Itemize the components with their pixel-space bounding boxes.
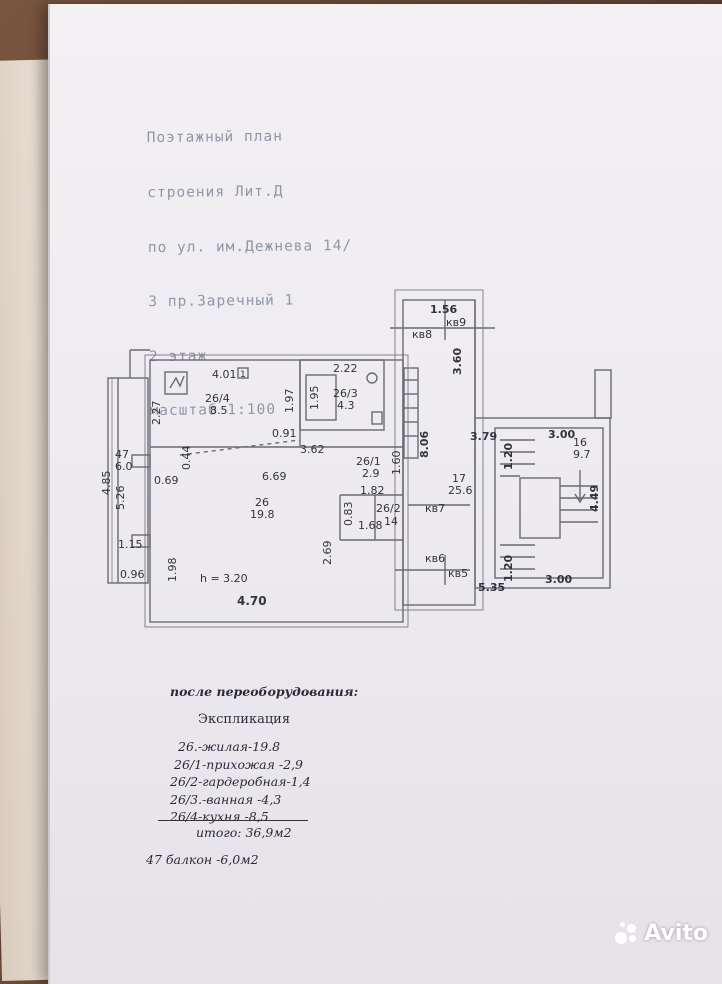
room-area-26-1: 2.9 bbox=[362, 467, 380, 480]
room-area-17: 25.6 bbox=[448, 484, 473, 497]
stove-icon bbox=[164, 371, 188, 395]
dim-label: 2.27 bbox=[150, 401, 163, 426]
balcony-outline bbox=[107, 377, 149, 584]
stair-landing bbox=[519, 477, 561, 539]
dim-label: 0.91 bbox=[272, 427, 297, 440]
dim-label: 1.15 bbox=[118, 538, 143, 551]
ceiling-height: h = 3.20 bbox=[200, 572, 248, 585]
explication-after: после переоборудования: bbox=[170, 684, 359, 699]
dim-label: 4.01 bbox=[212, 368, 237, 381]
room-area-26: 19.8 bbox=[250, 508, 275, 521]
explication-rule bbox=[158, 820, 308, 821]
explication-item: 26.-жилая-19.8 bbox=[178, 739, 281, 754]
toilet-icon bbox=[366, 372, 378, 384]
dim-label: 1.97 bbox=[283, 389, 296, 414]
corridor-outline-outer bbox=[394, 289, 484, 611]
room-area-26-3: 4.3 bbox=[337, 399, 355, 412]
dim-label: 2.69 bbox=[321, 541, 334, 566]
sink-icon bbox=[371, 411, 383, 425]
explication-item: 26/2-гардеробная-1,4 bbox=[170, 774, 311, 789]
room-id-16: 16 bbox=[573, 436, 587, 449]
dim-label: 4.85 bbox=[100, 471, 113, 496]
dim-label: 1.82 bbox=[360, 484, 385, 497]
dim-label: 8.06 bbox=[418, 431, 431, 458]
dim-label: 4.49 bbox=[588, 485, 601, 512]
balcony-door bbox=[131, 454, 151, 468]
explication-item: 26/1-прихожая -2,9 bbox=[174, 757, 303, 772]
dim-label: 3.79 bbox=[470, 430, 497, 443]
stove-mark bbox=[169, 375, 185, 389]
room-area-47: 6.0 bbox=[115, 460, 133, 473]
explication-total: итого: 36,9м2 bbox=[196, 825, 292, 840]
room-id-26: 26 bbox=[255, 496, 269, 509]
dim-label: 0.44 bbox=[180, 446, 193, 471]
dim-label: 3.60 bbox=[451, 348, 464, 375]
room-id-26-4: 26/4 bbox=[205, 392, 230, 405]
flat-label-kv9: кв9 bbox=[446, 316, 466, 329]
room-id-17: 17 bbox=[452, 472, 466, 485]
stair-well bbox=[494, 427, 604, 579]
explication-title: Экспликация bbox=[198, 712, 291, 727]
avito-logo-icon bbox=[613, 920, 639, 946]
dim-label: 5.26 bbox=[114, 486, 127, 511]
room-area-26-2: 14 bbox=[384, 515, 398, 528]
explication-item: 26/4-кухня -8,5 bbox=[170, 809, 269, 824]
dim-label: 5.35 bbox=[478, 581, 505, 594]
dim-label: 0.69 bbox=[154, 474, 179, 487]
flat-label-kv8: кв8 bbox=[412, 328, 432, 341]
dim-label: 1.98 bbox=[166, 558, 179, 583]
bathroom-box bbox=[299, 359, 385, 431]
room-id-26-2: 26/2 bbox=[376, 502, 401, 515]
room-marker: 1 bbox=[240, 370, 246, 380]
dim-label: 0.83 bbox=[342, 502, 355, 527]
dim-label: 1.68 bbox=[358, 519, 383, 532]
room-marker-box bbox=[237, 367, 249, 379]
dim-label: 1.95 bbox=[308, 386, 321, 411]
dim-label: 6.69 bbox=[262, 470, 287, 483]
stair-arrow-head bbox=[574, 493, 586, 504]
dim-label: 1.20 bbox=[502, 443, 515, 470]
balcony-door bbox=[131, 534, 151, 548]
room-id-26-1: 26/1 bbox=[356, 455, 381, 468]
flat-label-kv6: кв6 bbox=[425, 552, 445, 565]
dim-label: 2.22 bbox=[333, 362, 358, 375]
explication-balcony: 47 балкон -6,0м2 bbox=[146, 852, 259, 867]
avito-text: Avito bbox=[644, 920, 708, 946]
dim-label: 1.60 bbox=[390, 451, 403, 476]
stair-block bbox=[474, 417, 611, 589]
floor-plan: 1.56 кв9 кв8 3.60 8.06 3.79 3.00 1.20 16… bbox=[100, 289, 612, 628]
dim-label: 1.56 bbox=[430, 303, 457, 316]
vent-shaft bbox=[403, 367, 419, 459]
room-area-16: 9.7 bbox=[573, 448, 591, 461]
room-id-47: 47 bbox=[115, 448, 129, 461]
dim-label: 3.62 bbox=[300, 443, 325, 456]
dim-label: 1.20 bbox=[502, 555, 515, 582]
bathtub bbox=[305, 374, 337, 421]
flat-label-kv5: кв5 bbox=[448, 567, 468, 580]
vent-shaft-right bbox=[594, 369, 612, 419]
avito-watermark: Avito bbox=[613, 920, 708, 946]
dim-label: 3.00 bbox=[548, 428, 575, 441]
dim-label: 3.00 bbox=[545, 573, 572, 586]
dim-label: 4.70 bbox=[237, 594, 267, 608]
room-id-26-3: 26/3 bbox=[333, 387, 358, 400]
flat-label-kv7: кв7 bbox=[425, 502, 445, 515]
dim-label: 0.96 bbox=[120, 568, 145, 581]
explication-item: 26/3.-ванная -4,3 bbox=[170, 792, 282, 807]
apartment-outline-outer bbox=[144, 354, 409, 628]
room-area-26-4: 8.5 bbox=[210, 404, 228, 417]
